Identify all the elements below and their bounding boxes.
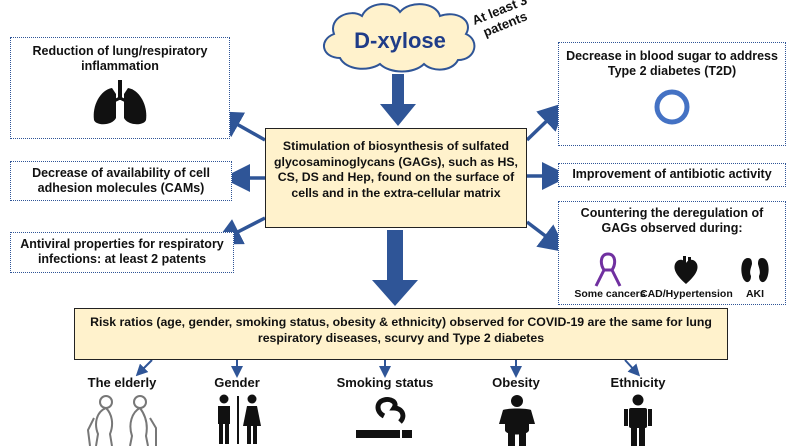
- lungs-icon: [93, 80, 147, 125]
- elderly-label: The elderly: [87, 375, 157, 390]
- arrow-cloud-to-main: [380, 74, 416, 126]
- d-xylose-cloud: [323, 3, 476, 73]
- gender-icon: [218, 394, 261, 444]
- elderly-icon: [86, 395, 157, 446]
- heart-icon: [674, 256, 698, 284]
- arrow-to-gags-box: [525, 220, 568, 253]
- cancer-label: Some cancers: [574, 288, 646, 300]
- d-xylose-label: D-xylose: [354, 28, 446, 53]
- antibiotic-box: Improvement of antibiotic activity: [558, 163, 786, 187]
- arrow-to-ethnicity: [624, 359, 641, 377]
- ethnicity-label: Ethnicity: [610, 375, 666, 390]
- antiviral-box: Antiviral properties for respiratory inf…: [10, 232, 234, 273]
- obesity-icon: [499, 395, 535, 446]
- cams-box: Decrease of availability of cell adhesio…: [10, 161, 232, 201]
- cad-label: CAD/Hypertension: [640, 288, 733, 300]
- aki-label: AKI: [745, 288, 765, 300]
- antibiotic-label: Improvement of antibiotic activity: [572, 167, 772, 181]
- gender-label: Gender: [214, 375, 260, 390]
- lung-inflammation-box: Reduction of lung/respiratory inflammati…: [10, 37, 230, 139]
- risk-ratios-box: Risk ratios (age, gender, smoking status…: [74, 308, 728, 360]
- smoking-icon: [356, 397, 412, 438]
- arrow-to-t2d-box: [525, 102, 567, 142]
- cancer-ribbon-icon: [594, 252, 622, 287]
- person-icon: [624, 394, 652, 446]
- lung-inflammation-label: Reduction of lung/respiratory inflammati…: [32, 44, 208, 73]
- antiviral-label: Antiviral properties for respiratory inf…: [20, 237, 224, 266]
- arrow-to-lung-box: [213, 111, 266, 142]
- arrow-to-elderly: [135, 359, 153, 377]
- cams-label: Decrease of availability of cell adhesio…: [32, 166, 210, 195]
- ring-icon: [654, 89, 690, 125]
- obesity-label: Obesity: [492, 375, 540, 390]
- kidneys-icon: [741, 258, 769, 283]
- gags-deregulation-box: Countering the deregulation of GAGs obse…: [558, 201, 786, 305]
- t2d-label: Decrease in blood sugar to address Type …: [566, 49, 778, 78]
- gag-stimulation-box: Stimulation of biosynthesis of sulfated …: [265, 128, 527, 228]
- t2d-box: Decrease in blood sugar to address Type …: [558, 42, 786, 146]
- gags-deregulation-label: Countering the deregulation of GAGs obse…: [580, 206, 764, 235]
- smoking-label: Smoking status: [336, 375, 434, 390]
- arrow-main-to-risk: [372, 230, 418, 306]
